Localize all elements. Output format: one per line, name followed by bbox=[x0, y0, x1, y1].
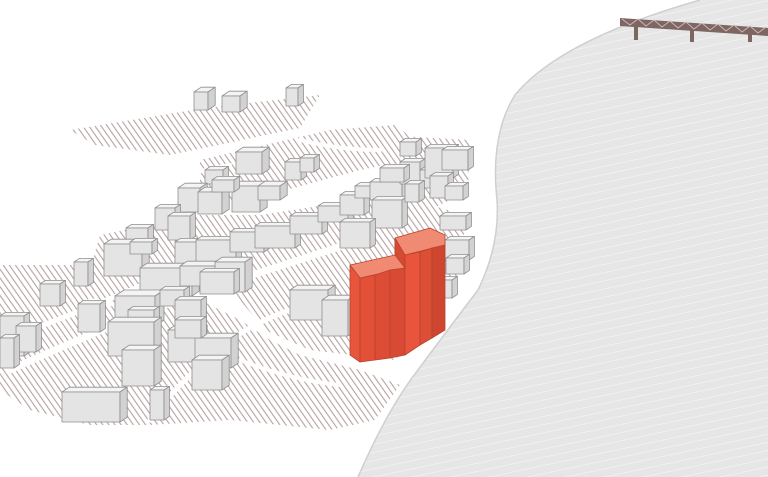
building-block bbox=[299, 154, 320, 173]
river-bank bbox=[357, 0, 701, 477]
building-block bbox=[404, 180, 425, 203]
building-block bbox=[174, 316, 207, 339]
highlighted-building bbox=[349, 227, 446, 363]
building-block bbox=[371, 196, 408, 229]
building-block bbox=[39, 280, 66, 307]
building-block bbox=[285, 84, 304, 107]
building-block bbox=[211, 176, 240, 193]
building-block bbox=[441, 146, 474, 171]
building-block bbox=[61, 386, 128, 423]
building-block bbox=[339, 218, 376, 249]
building-block bbox=[77, 300, 106, 333]
building-block bbox=[439, 212, 472, 231]
building-block bbox=[445, 254, 470, 275]
bridge bbox=[620, 18, 768, 42]
building-block bbox=[129, 238, 158, 255]
building-block bbox=[149, 386, 170, 421]
river bbox=[358, 0, 768, 477]
building-block bbox=[73, 258, 94, 287]
building-block bbox=[221, 90, 248, 113]
building-block bbox=[167, 212, 196, 241]
building-block bbox=[399, 138, 422, 157]
building-block bbox=[379, 164, 410, 183]
building-block bbox=[235, 146, 270, 175]
building-block bbox=[193, 86, 216, 111]
building-block bbox=[257, 180, 288, 201]
building-block bbox=[444, 182, 469, 201]
building-block bbox=[289, 212, 328, 235]
building-block bbox=[191, 354, 230, 391]
building-block bbox=[15, 322, 42, 353]
building-block bbox=[0, 334, 20, 369]
building-block bbox=[121, 344, 162, 387]
building-block bbox=[199, 268, 240, 295]
building-blocks bbox=[0, 84, 475, 423]
